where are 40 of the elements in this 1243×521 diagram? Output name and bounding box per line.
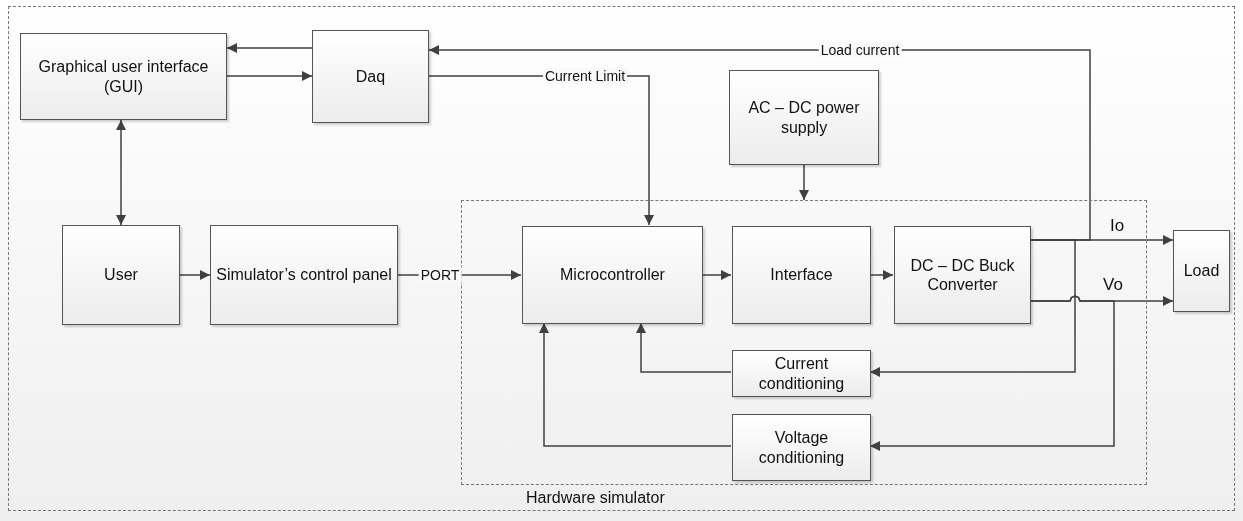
- edge-label: Load current: [818, 42, 902, 58]
- block-box: [732, 226, 871, 324]
- block-box: [732, 350, 871, 397]
- block-box: [20, 33, 227, 120]
- edge-label: Current Limit: [542, 68, 628, 84]
- box-label: Load: [1182, 261, 1221, 281]
- box-label: Interface: [769, 265, 834, 285]
- box-label: Voltage conditioning: [757, 428, 846, 467]
- block-box: [729, 70, 879, 165]
- block-box: [1173, 230, 1230, 312]
- box-label: Daq: [354, 66, 387, 87]
- box-label: Current conditioning: [757, 354, 846, 393]
- box-label: Graphical user interface (GUI): [37, 57, 210, 96]
- group-label: Hardware simulator: [526, 488, 665, 508]
- box-label: DC – DC Buck Converter: [909, 255, 1016, 295]
- block-box: [522, 226, 703, 324]
- arrow: [869, 295, 1115, 451]
- arrow: [428, 45, 1091, 241]
- box-label: AC – DC power supply: [747, 98, 861, 137]
- arrow: [116, 119, 126, 226]
- arrow: [701, 270, 732, 280]
- arrow: [226, 43, 313, 53]
- edge-label: Vo: [1102, 275, 1124, 295]
- box-label: Simulator’s control panel: [215, 265, 393, 285]
- arrow: [799, 164, 809, 201]
- box-label: User: [103, 265, 139, 285]
- block-box: [312, 30, 429, 123]
- box-label: Microcontroller: [559, 265, 666, 285]
- arrow: [539, 322, 732, 447]
- edge-label: Io: [1108, 216, 1126, 236]
- arrow: [869, 270, 894, 280]
- block-box: [210, 225, 398, 325]
- arrow: [636, 322, 732, 373]
- block-box: [62, 225, 180, 325]
- block-box: [732, 414, 871, 481]
- arrow: [226, 71, 313, 81]
- block-box: [894, 226, 1031, 324]
- arrow: [179, 270, 211, 280]
- arrow: [869, 239, 1076, 377]
- edge-label: PORT: [418, 267, 462, 283]
